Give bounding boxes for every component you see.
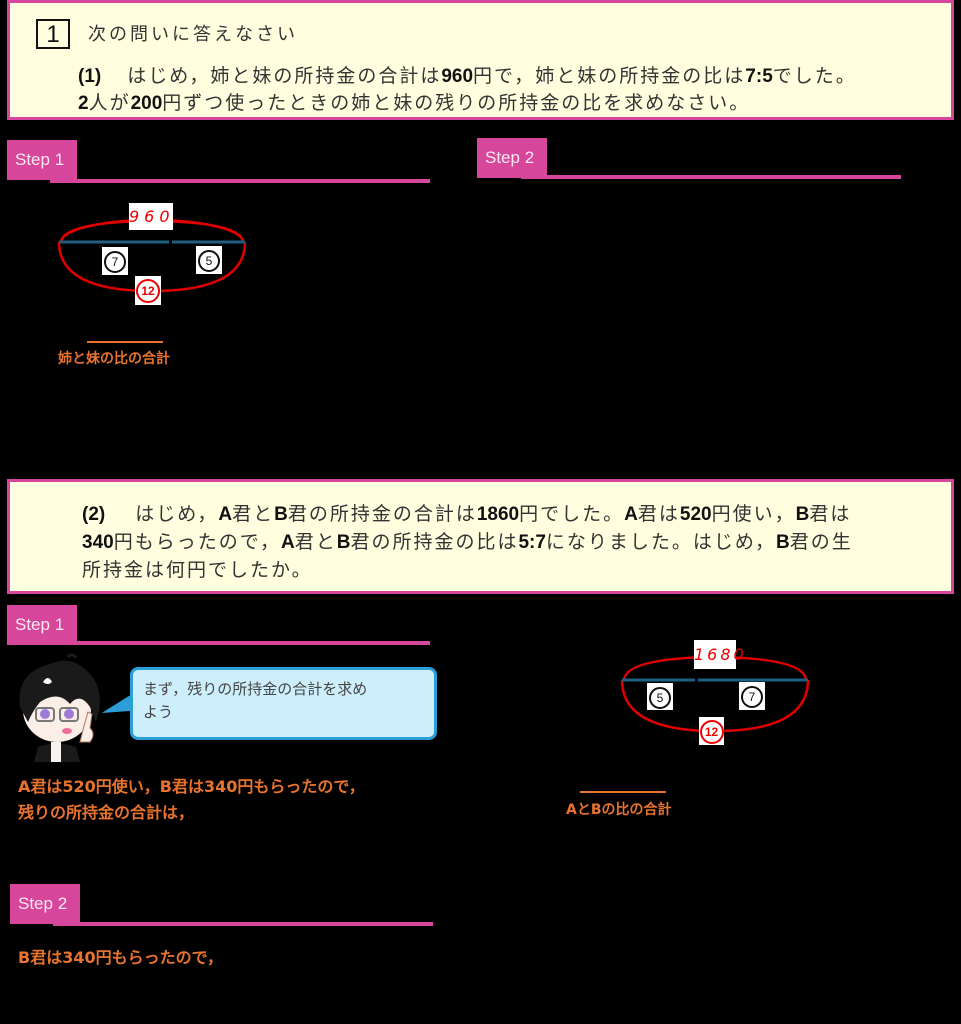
q1-ratio-diagram: 960 7 5 12: [55, 200, 250, 310]
q2-step2-underline: [53, 922, 433, 926]
q1-caption: 姉と妹の比の合計: [58, 351, 170, 367]
q2-step2-tab: Step 2: [10, 884, 80, 924]
character-icon: [19, 653, 100, 762]
q2-step2-explain: B君は340円もらったので，: [18, 948, 223, 967]
character-avatar: [10, 652, 105, 762]
q2-step1-underline: [50, 641, 430, 645]
q2-label: (2): [82, 504, 106, 525]
q2-caption-underline: [580, 791, 666, 793]
circled-number-icon: 12: [136, 279, 160, 303]
speech-bubble-line1: まず，残りの所持金の合計を求め: [143, 680, 368, 698]
q2-line2: 340円もらったので，A君とB君の所持金の比は5:7になりました。はじめ，B君の…: [82, 531, 853, 553]
circled-number-icon: 12: [699, 720, 724, 744]
problem-heading: 次の問いに答えなさい: [88, 24, 298, 45]
total-label: 960: [129, 203, 173, 230]
total-label: 1680: [694, 640, 744, 669]
q1-step1-tab: Step 1: [7, 140, 77, 180]
q2-line3: 所持金は何円でしたか。: [82, 559, 313, 581]
circled-number-icon: 7: [104, 251, 126, 273]
q2-caption: AとBの比の合計: [566, 802, 672, 818]
speech-bubble-line2: よう: [143, 703, 174, 721]
q2-line1: (2) はじめ，A君とB君の所持金の合計は1860円でした。A君は520円使い，…: [82, 503, 852, 525]
circled-number-icon: 5: [198, 250, 220, 272]
circled-number-icon: 7: [741, 686, 763, 708]
q1-step1-underline: [50, 179, 430, 183]
problem-1-box: 1 次の問いに答えなさい (1) はじめ，姉と妹の所持金の合計は960円で，姉と…: [7, 0, 954, 120]
q1-line2: 2人が200円ずつ使ったときの姉と妹の残りの所持金の比を求めなさい。: [78, 92, 751, 114]
q1-step2-underline: [521, 175, 901, 179]
ratio-sum-label: 12: [699, 717, 724, 745]
ratio-right-label: 5: [196, 246, 222, 274]
q1-caption-underline: [87, 341, 163, 343]
q2-step1-explain-line1: A君は520円使い，B君は340円もらったので，: [18, 777, 365, 796]
problem-number: 1: [36, 19, 70, 49]
q2-step1-explain-line2: 残りの所持金の合計は，: [18, 803, 195, 822]
q2-ratio-diagram: 1680 5 7 12: [618, 640, 813, 755]
ratio-left-label: 7: [102, 247, 128, 275]
q1-label: (1): [78, 66, 102, 87]
ratio-right-label: 7: [739, 682, 765, 710]
q1-step2-tab: Step 2: [477, 138, 547, 178]
q1-line1: (1) はじめ，姉と妹の所持金の合計は960円で，姉と妹の所持金の比は7:5でし…: [78, 65, 857, 87]
ratio-left-label: 5: [647, 683, 673, 710]
circled-number-icon: 5: [649, 687, 671, 709]
ratio-sum-label: 12: [135, 276, 161, 305]
problem-2-box: (2) はじめ，A君とB君の所持金の合計は1860円でした。A君は520円使い，…: [7, 479, 954, 594]
speech-bubble: まず，残りの所持金の合計を求め よう: [130, 667, 437, 740]
q2-step1-tab: Step 1: [7, 605, 77, 645]
